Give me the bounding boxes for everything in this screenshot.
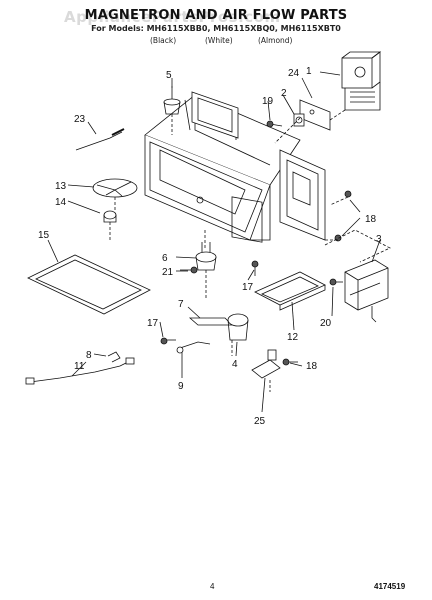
model-line: For Models: MH6115XBB0, MH6115XBQ0, MH61… [91, 24, 341, 33]
filter-panel [27, 254, 151, 315]
variant-almond: (Almond) [258, 36, 293, 45]
callout-3: 3 [376, 234, 382, 245]
switch-bracket [251, 349, 281, 379]
callout-18-upper: 18 [365, 214, 377, 225]
leader-lines [47, 71, 381, 413]
callout-18-lower: 18 [306, 361, 318, 372]
callout-4: 4 [232, 359, 238, 370]
screw-19 [266, 120, 283, 128]
cavity-housing [144, 94, 301, 243]
part-callouts: 1 2 3 4 5 6 7 8 9 11 12 13 14 15 17 17 1… [38, 66, 382, 427]
screw-17-upper [251, 260, 259, 276]
screw-18-lower [282, 358, 298, 366]
document-code: 4174519 [374, 582, 406, 591]
callout-8: 8 [86, 350, 92, 361]
base-plate [254, 271, 326, 311]
callout-17-lower: 17 [147, 318, 159, 329]
diagram-title: MAGNETRON AND AIR FLOW PARTS [84, 8, 348, 23]
callout-14: 14 [55, 197, 67, 208]
wire-harness [25, 351, 135, 385]
fan-blade [92, 178, 138, 198]
page-number: 4 [210, 582, 215, 591]
rear-panel [279, 149, 326, 241]
callout-15: 15 [38, 230, 50, 241]
callout-9: 9 [178, 381, 184, 392]
diode [176, 341, 211, 354]
callout-6: 6 [162, 253, 168, 264]
variant-white: (White) [205, 36, 233, 45]
callout-13: 13 [55, 181, 67, 192]
fan-motor [195, 242, 217, 271]
callout-12: 12 [287, 332, 299, 343]
fan-hub [103, 210, 117, 223]
assembly-lines [109, 109, 391, 392]
screw-20 [329, 278, 343, 286]
callout-7: 7 [178, 299, 184, 310]
callout-23: 23 [74, 114, 86, 125]
callout-11: 11 [74, 361, 85, 372]
screw-21 [180, 266, 198, 274]
callout-21: 21 [162, 267, 174, 278]
callout-24: 24 [288, 68, 300, 79]
callout-5: 5 [166, 70, 172, 81]
transformer [344, 259, 389, 323]
callout-19: 19 [262, 96, 274, 107]
callout-25: 25 [254, 416, 266, 427]
callout-20: 20 [320, 318, 332, 329]
magnetron [341, 51, 382, 111]
thermal-fuse [293, 113, 305, 127]
duct-plate [191, 91, 239, 139]
capacitor [227, 313, 249, 341]
sensor-wire [75, 128, 125, 151]
variant-black: (Black) [150, 36, 177, 45]
screw-17-lower [160, 337, 176, 345]
callout-1: 1 [306, 66, 312, 77]
callout-17-upper: 17 [242, 282, 254, 293]
bracket-24 [299, 99, 331, 131]
watermark: AppliancePartsPros.com [64, 8, 281, 26]
callout-2: 2 [281, 88, 287, 99]
capacitor-bracket [188, 317, 233, 326]
